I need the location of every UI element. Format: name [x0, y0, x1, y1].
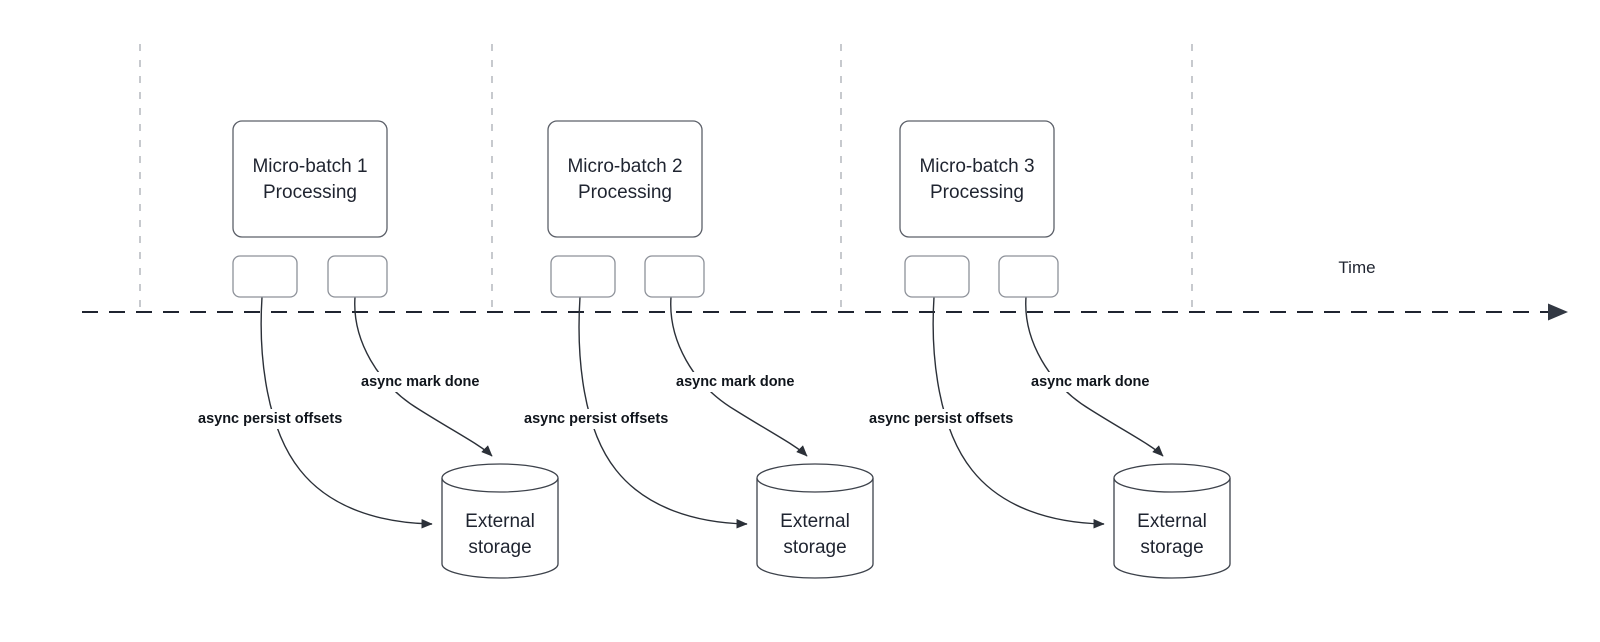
persist-task-box-2[interactable] — [550, 255, 616, 298]
external-storage-cylinder-3[interactable]: External storage — [1113, 463, 1231, 579]
mark-done-label-1: async mark done — [361, 374, 479, 390]
micro-batch-label-3-line1: Micro-batch 3 — [919, 156, 1034, 177]
external-storage-label-1-line1: External — [465, 511, 535, 532]
vertical-dividers — [139, 44, 1193, 312]
micro-batch-box-3[interactable] — [899, 120, 1055, 238]
external-storage-label-2-line1: External — [780, 511, 850, 532]
micro-batch-label-2-line1: Micro-batch 2 — [567, 156, 682, 177]
mark-done-task-box-2[interactable] — [644, 255, 705, 298]
micro-batch-box-1[interactable] — [232, 120, 388, 238]
persist-offsets-label-1: async persist offsets — [198, 411, 342, 427]
persist-offsets-curve-2 — [578, 296, 748, 529]
time-axis-arrowhead — [1548, 303, 1568, 321]
mark-done-label-2: async mark done — [676, 374, 794, 390]
persist-offsets-curve-1 — [260, 296, 433, 529]
external-storage-cylinder-1[interactable]: External storage — [441, 463, 559, 579]
time-axis: Time — [82, 258, 1568, 321]
persist-offsets-label-2: async persist offsets — [524, 411, 668, 427]
external-storage-cylinder-2[interactable]: External storage — [756, 463, 874, 579]
mark-done-curve-3 — [1025, 296, 1164, 457]
persist-offsets-curve-3 — [932, 296, 1105, 529]
batch-group-1: Micro-batch 1 Processing async persist o… — [193, 120, 559, 579]
mark-done-task-box-3[interactable] — [998, 255, 1059, 298]
mark-done-label-3: async mark done — [1031, 374, 1149, 390]
time-axis-label: Time — [1338, 258, 1375, 277]
persist-task-box-3[interactable] — [904, 255, 970, 298]
mark-done-curve-1 — [354, 296, 493, 457]
mark-done-curve-2 — [670, 296, 808, 457]
external-storage-label-2-line2: storage — [783, 537, 846, 558]
micro-batch-box-2[interactable] — [547, 120, 703, 238]
persist-task-box-1[interactable] — [232, 255, 298, 298]
persist-offsets-label-3: async persist offsets — [869, 411, 1013, 427]
external-storage-label-1-line2: storage — [468, 537, 531, 558]
micro-batch-label-1-line1: Micro-batch 1 — [252, 156, 367, 177]
micro-batch-label-2-line2: Processing — [578, 182, 672, 203]
external-storage-label-3-line2: storage — [1140, 537, 1203, 558]
micro-batch-label-3-line2: Processing — [930, 182, 1024, 203]
external-storage-label-3-line1: External — [1137, 511, 1207, 532]
batch-group-3: Micro-batch 3 Processing async persist o… — [864, 120, 1231, 579]
micro-batch-label-1-line2: Processing — [263, 182, 357, 203]
mark-done-task-box-1[interactable] — [327, 255, 388, 298]
batch-group-2: Micro-batch 2 Processing async persist o… — [519, 120, 874, 579]
